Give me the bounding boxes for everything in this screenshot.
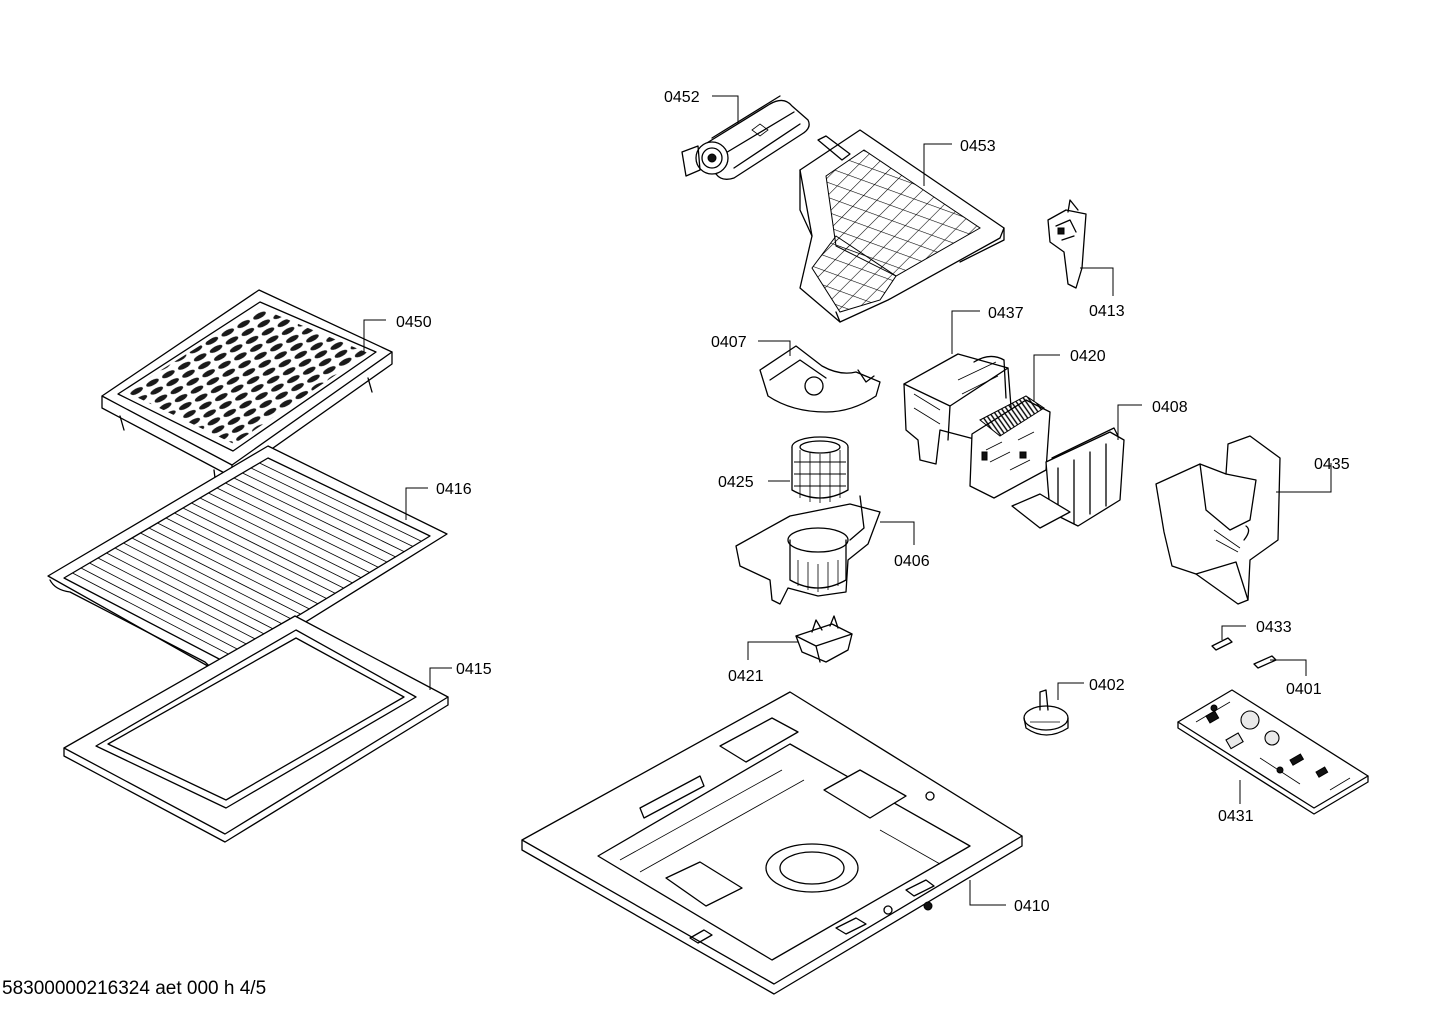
- leader-0435: [1276, 463, 1332, 493]
- leader-0415: [429, 667, 452, 690]
- rack-wire: [123, 542, 284, 625]
- rack-wire: [225, 482, 388, 563]
- rack-wire: [191, 502, 353, 584]
- rack-wire: [157, 522, 319, 605]
- rack-wire: [216, 487, 379, 568]
- part-0410-base-plate: [521, 691, 1023, 995]
- label-0452: 0452: [664, 89, 700, 106]
- leader-0410: [969, 880, 1006, 906]
- rack-wire: [259, 462, 422, 542]
- part-0433-plug: [1211, 637, 1233, 651]
- label-0410: 0410: [1014, 898, 1050, 915]
- leader-0421: [747, 641, 798, 660]
- leader-0407: [758, 340, 791, 356]
- part-0450-perforated-tray: [101, 289, 393, 487]
- part-0420-control-board: [969, 395, 1051, 499]
- rack-wire: [80, 567, 241, 651]
- part-0452-tangential-fan: [681, 95, 810, 180]
- label-0413: 0413: [1089, 303, 1125, 320]
- part-0416-wire-rack: [47, 445, 448, 675]
- leader-0413: [1080, 267, 1114, 296]
- label-0425: 0425: [718, 474, 754, 491]
- part-labels: 0452 0453 0413 0450 0437 0407 0420 0408 …: [396, 89, 1350, 915]
- label-0415: 0415: [456, 661, 492, 678]
- rack-wire: [140, 532, 301, 615]
- leader-0450: [363, 319, 386, 352]
- part-0406-fan-motor-housing: [735, 495, 881, 605]
- rack-wire: [72, 572, 232, 657]
- rack-wire: [174, 512, 336, 594]
- rack-wire: [114, 547, 275, 631]
- part-0401-plug: [1253, 655, 1277, 669]
- leader-0433: [1221, 625, 1246, 640]
- part-0407-fan-cover: [759, 345, 881, 413]
- rack-wire: [131, 537, 293, 620]
- leader-0402: [1057, 682, 1084, 700]
- leader-0401: [1270, 659, 1307, 676]
- leader-0437: [951, 310, 980, 354]
- label-0407: 0407: [711, 334, 747, 351]
- leader-0453: [923, 143, 952, 186]
- rack-wire: [97, 557, 258, 641]
- label-0408: 0408: [1152, 399, 1188, 416]
- part-0435-air-channel: [1155, 435, 1281, 605]
- label-0431: 0431: [1218, 808, 1254, 825]
- label-0435: 0435: [1314, 456, 1350, 473]
- rack-wire: [89, 562, 250, 646]
- leader-0406: [880, 521, 915, 545]
- rack-wire: [208, 492, 370, 573]
- part-0421-motor: [795, 615, 853, 663]
- rack-wire: [250, 467, 413, 547]
- label-0453: 0453: [960, 138, 996, 155]
- label-0421: 0421: [728, 668, 764, 685]
- label-0433: 0433: [1256, 619, 1292, 636]
- part-0453-grid-duct: [799, 129, 1005, 323]
- rack-wire: [165, 517, 327, 599]
- label-0401: 0401: [1286, 681, 1322, 698]
- leader-0416: [405, 487, 428, 520]
- label-0450: 0450: [396, 314, 432, 331]
- document-id: 58300000216324 aet 000 h 4/5: [2, 978, 267, 999]
- label-0420: 0420: [1070, 348, 1106, 365]
- label-0437: 0437: [988, 305, 1024, 322]
- rack-wire: [199, 497, 362, 579]
- part-0408-terminal-bracket: [1011, 427, 1125, 529]
- rack-wire: [233, 477, 396, 558]
- part-0431-power-board: [1177, 689, 1369, 815]
- label-0402: 0402: [1089, 677, 1125, 694]
- part-0425-fan-wheel: [791, 436, 849, 503]
- label-0416: 0416: [436, 481, 472, 498]
- part-0415-frame: [63, 615, 449, 843]
- part-0437-fan-housing: [903, 353, 1013, 465]
- rack-wire: [106, 552, 267, 636]
- leader-0452: [712, 95, 739, 124]
- leader-lines: [363, 95, 1332, 906]
- part-0402-thermostat: [1023, 689, 1069, 736]
- rack-wire: [242, 472, 405, 552]
- leader-0408: [1117, 404, 1142, 440]
- part-0413-bracket: [1047, 199, 1087, 289]
- rack-wire: [148, 527, 310, 610]
- leader-0420: [1033, 354, 1060, 402]
- rack-wire: [182, 507, 344, 589]
- label-0406: 0406: [894, 553, 930, 570]
